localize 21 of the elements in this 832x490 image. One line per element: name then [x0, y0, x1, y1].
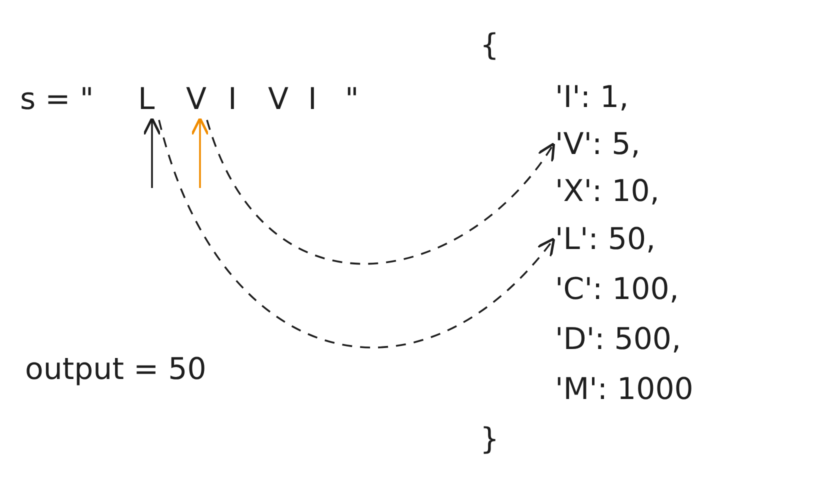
- dictionary-entry: 'M': 1000: [555, 372, 694, 408]
- dashed-arrow: [206, 120, 556, 264]
- dictionary-entry: 'C': 100,: [555, 272, 679, 308]
- pointer-arrow: [142, 117, 162, 188]
- output-text: output = 50: [25, 352, 206, 388]
- pointer-arrow: [190, 117, 210, 188]
- string-character: I: [308, 82, 317, 118]
- string-character: L: [138, 82, 155, 118]
- string-character: I: [228, 82, 237, 118]
- string-character: V: [268, 82, 289, 118]
- dictionary-entry: 'D': 500,: [555, 322, 682, 358]
- string-character: V: [186, 82, 207, 118]
- dictionary-entry: 'X': 10,: [555, 174, 660, 210]
- closing-brace: }: [480, 422, 500, 458]
- opening-brace: {: [480, 28, 500, 64]
- quote-mark: ": [345, 82, 359, 118]
- string-assignment: s = ": [20, 82, 94, 118]
- dictionary-entry: 'I': 1,: [555, 80, 629, 116]
- dictionary-entry: 'L': 50,: [555, 222, 656, 258]
- dictionary-entry: 'V': 5,: [555, 127, 640, 163]
- dashed-arrow: [158, 120, 556, 348]
